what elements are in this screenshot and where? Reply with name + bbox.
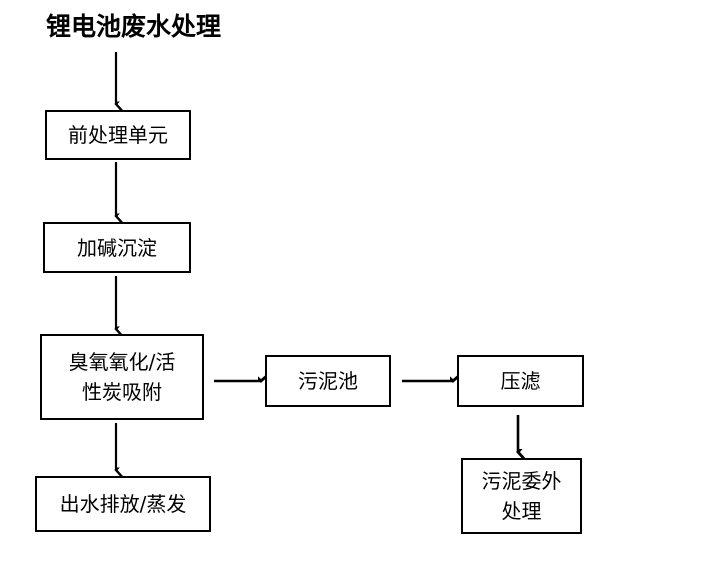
node-ozone-carbon[interactable]: 臭氧氧化/活 性炭吸附 <box>40 334 204 420</box>
node-filter-press-label-line1: 压滤 <box>500 369 541 393</box>
node-sludge-outsourced-label-line2: 处理 <box>501 499 542 523</box>
node-sludge-outsourced[interactable]: 污泥委外 处理 <box>461 458 582 534</box>
node-pretreatment-label-line1: 前处理单元 <box>68 123 168 147</box>
node-ozone-carbon-label-line1: 臭氧氧化/活 <box>68 350 176 374</box>
node-ozone-carbon-label-line2: 性炭吸附 <box>82 380 162 404</box>
node-sludge-pond[interactable]: 污泥池 <box>265 355 391 407</box>
node-pretreatment[interactable]: 前处理单元 <box>45 110 191 160</box>
page-title: 锂电池废水处理 <box>46 12 222 41</box>
node-alkali-precipitate-label-line1: 加碱沉淀 <box>77 235 157 260</box>
node-effluent-discharge-label-line1: 出水排放/蒸发 <box>59 492 187 516</box>
node-sludge-pond-label-line1: 污泥池 <box>298 369 358 393</box>
node-sludge-outsourced-label-line1: 污泥委外 <box>481 469 562 493</box>
node-alkali-precipitate[interactable]: 加碱沉淀 <box>43 222 191 273</box>
node-effluent-discharge[interactable]: 出水排放/蒸发 <box>35 476 211 532</box>
node-filter-press[interactable]: 压滤 <box>457 355 584 407</box>
